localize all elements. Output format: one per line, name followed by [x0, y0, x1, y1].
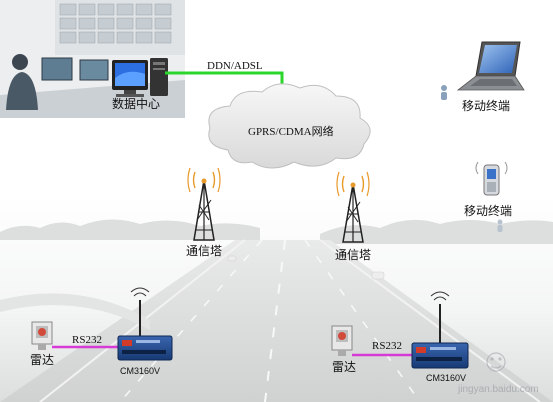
radar-right-label: 雷达	[332, 360, 356, 374]
cm3160v-left-device	[117, 287, 173, 361]
ddn-adsl-label: DDN/ADSL	[207, 60, 263, 72]
tower-right-label: 通信塔	[335, 248, 371, 262]
device-right-label: CM3160V	[426, 373, 466, 383]
person-icon-small	[497, 219, 503, 232]
rs232-left-label: RS232	[72, 334, 102, 346]
tower-left-label: 通信塔	[186, 244, 222, 258]
person-icon	[441, 85, 447, 100]
gprs-cdma-cloud	[208, 83, 371, 169]
network-label: GPRS/CDMA网络	[248, 124, 334, 138]
mobile-terminal-laptop-label: 移动终端	[462, 98, 510, 113]
rs232-right-label: RS232	[372, 340, 402, 352]
radar-right-icon	[331, 325, 353, 356]
tower-right-icon	[336, 171, 370, 243]
device-left-label: CM3160V	[120, 366, 160, 376]
data-center-label: 数据中心	[112, 96, 160, 111]
baidu-watermark: jingyan.baidu.com	[457, 352, 539, 395]
operator-head	[12, 54, 28, 70]
radar-left-icon	[31, 321, 53, 350]
highway-background	[0, 195, 553, 402]
mobile-terminal-phone-label: 移动终端	[464, 203, 512, 218]
data-center-computer-icon	[112, 58, 168, 97]
laptop-icon	[456, 41, 525, 91]
watermark-text: jingyan.baidu.com	[457, 384, 539, 395]
tower-left-icon	[187, 167, 221, 241]
radar-left-label: 雷达	[30, 353, 54, 367]
mobile-phone-icon	[475, 161, 508, 196]
cm3160v-right-device	[411, 291, 469, 369]
